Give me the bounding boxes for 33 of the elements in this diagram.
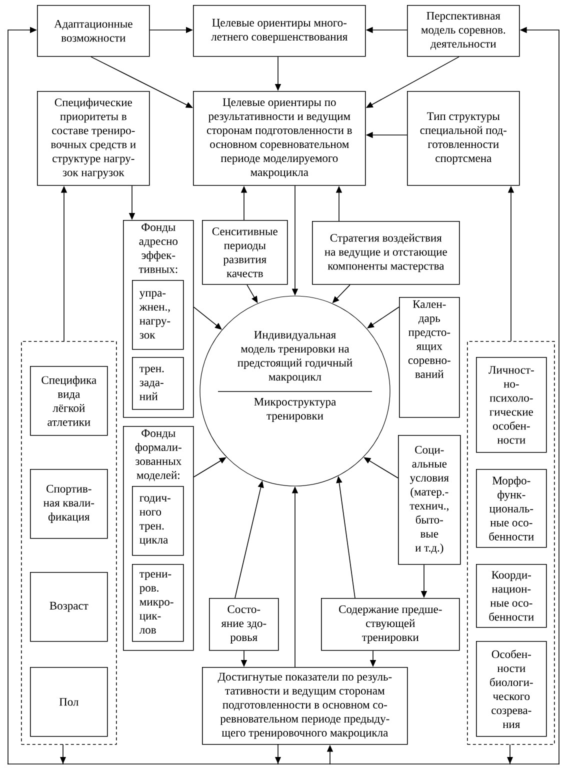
item-box: Специфика вида лёгкой атлетики [30,366,108,436]
process-box: Содержание предше- ствующей тренировки [321,598,460,651]
feedback-arrow [275,744,281,764]
process-box: Сенситивные периоды развития качеств [202,220,288,285]
item-box: трени- ров. микро- цик- лов [132,564,184,642]
process-box: Перспективная модель соревнов. деятельности [407,5,520,57]
item-box: Особен- ности биологи- ческого созрева- ния [476,641,547,737]
process-box: Стратегия воздействия на ведущие и отстающие компоненты мастерства [312,221,460,285]
circle-label: Индивидуальная модель тренировки на предстоящий годичный макроцикл [238,331,352,383]
process-box: Кален- дарь предсто- ящих соревно- ваний [399,297,460,418]
item-box: Морфо- функ- циональ- ные осо- бенности [476,469,547,548]
process-box: Соци- альные условия (матер.- технич., быто- вые и т.д.) [398,435,461,565]
item-box: Коорди- национ- ные осо- бенности [476,564,547,628]
item-box: Спортив- ная квали- фикация [30,469,108,539]
process-box: Целевые ориентиры много- летнего совершенствования [193,5,366,57]
item-box: Возраст [30,572,108,642]
item-box: годич- ного трен. цикла [132,486,184,556]
process-box: Достигнутые показатели по резуль- тативности и ведущим сторонам подготовленности в основном со- ревновательном периоде предыду- щего тренировочного макроцикла [202,667,408,745]
dashed-group-frame [467,341,555,745]
feedback-arrow [60,744,66,764]
process-box: Специфические приоритеты в составе трениро- вочных средств и структуре нагру- зок нагрузок [37,91,150,186]
item-box: Личност- но- психоло- гические особен- ности [476,357,547,453]
feedback-arrow [507,744,513,764]
model-circle [200,296,390,486]
process-box: Тип структуры специальной под- готовленности спортсмена [407,91,520,186]
item-box: Пол [30,667,108,737]
process-box: Целевые ориентиры по результативности и ведущим сторонам подготовленности в основном соревновательном периоде моделируемого макроцикла [193,91,366,186]
dashed-group-frame [21,341,117,745]
circle-label: Микроструктура тренировки [254,398,336,422]
process-box: Состо- яние здо- ровья [209,598,279,651]
item-box: упра- жнен., нагру- зок [132,280,184,350]
process-box: Адаптационные возможности [37,5,150,57]
item-box: трен. зада- ний [132,357,184,410]
